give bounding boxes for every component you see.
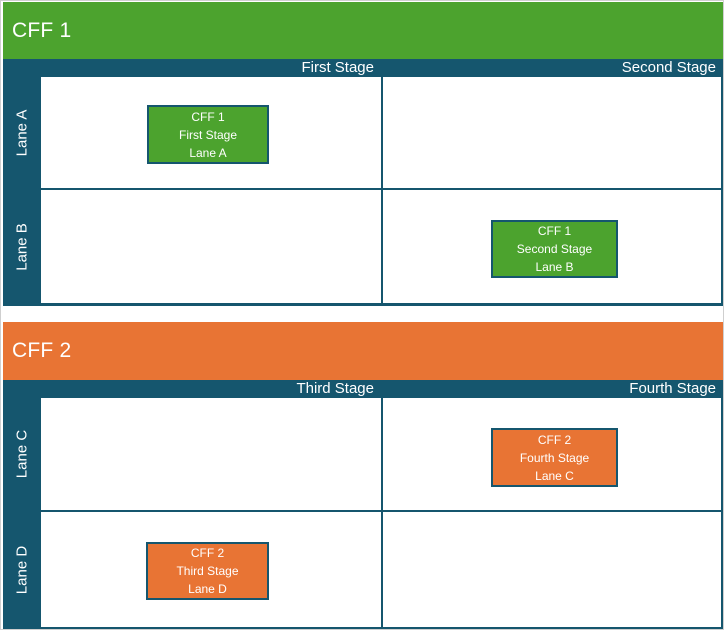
lane-d-label-text: Lane D <box>13 545 31 594</box>
lane-row-b: Lane B CFF 1 Second Stage Lane B <box>3 190 723 303</box>
task-box-line: Third Stage <box>176 564 239 578</box>
lane-a-content: CFF 1 First Stage Lane A <box>41 77 721 188</box>
pool-cff1: CFF 1 First Stage Second Stage Lane A CF… <box>3 2 723 306</box>
pool-cff2-stage-header-bar: Third Stage Fourth Stage <box>3 380 723 398</box>
pool-cff1-title: CFF 1 <box>12 18 72 42</box>
task-box-line: First Stage <box>178 127 238 142</box>
stage-label-third-stage: Third Stage <box>296 380 374 397</box>
lane-b-content: CFF 1 Second Stage Lane B <box>41 190 721 303</box>
pool-cff1-lanes: Lane A CFF 1 First Stage Lane A Lane B <box>3 77 723 306</box>
lane-d-content: CFF 2 Third Stage Lane D <box>41 512 721 627</box>
task-box-line: CFF 2 <box>190 546 225 560</box>
task-box-cff1-second-stage-lane-b: CFF 1 Second Stage Lane B <box>491 220 618 278</box>
task-box-line: CFF 2 <box>537 432 572 447</box>
stage-divider-line <box>381 77 383 188</box>
task-box-line: Lane B <box>535 260 574 274</box>
task-box-line: Fourth Stage <box>519 450 590 465</box>
stage-divider-line <box>381 398 383 510</box>
lane-row-d: Lane D CFF 2 Third Stage Lane D <box>3 512 723 627</box>
task-box-line: Lane A <box>189 145 227 160</box>
stage-divider-line <box>381 190 383 303</box>
task-box-line: CFF 1 <box>537 224 572 238</box>
lane-c-content: CFF 2 Fourth Stage Lane C <box>41 398 721 510</box>
pool-cff2: CFF 2 Third Stage Fourth Stage Lane C CF… <box>3 322 723 629</box>
lane-c-label-text: Lane C <box>13 429 31 479</box>
lane-b-label: Lane B <box>3 190 41 303</box>
pool-cff2-header: CFF 2 <box>3 322 723 380</box>
lane-a-label-text: Lane A <box>13 109 31 156</box>
pool-cff1-stage-header-bar: First Stage Second Stage <box>3 59 723 77</box>
task-box-line: CFF 1 <box>191 109 225 124</box>
stage-label-second-stage: Second Stage <box>621 59 716 76</box>
pool-cff2-title: CFF 2 <box>12 339 72 362</box>
stage-label-first-stage: First Stage <box>301 59 374 76</box>
task-box-cff2-third-stage-lane-d: CFF 2 Third Stage Lane D <box>146 542 269 600</box>
lane-row-a: Lane A CFF 1 First Stage Lane A <box>3 77 723 190</box>
pool-cff2-lanes: Lane C CFF 2 Fourth Stage Lane C Lane D <box>3 398 723 629</box>
task-box-line: Second Stage <box>516 242 593 256</box>
lane-row-c: Lane C CFF 2 Fourth Stage Lane C <box>3 398 723 512</box>
stage-label-fourth-stage: Fourth Stage <box>629 380 716 397</box>
task-box-line: Lane C <box>535 468 574 483</box>
lane-b-label-text: Lane B <box>13 222 31 271</box>
stage-divider-line <box>381 512 383 627</box>
task-box-cff2-fourth-stage-lane-c: CFF 2 Fourth Stage Lane C <box>491 428 618 487</box>
task-box-line: Lane D <box>188 582 227 596</box>
lane-c-label: Lane C <box>3 398 41 510</box>
task-box-cff1-first-stage-lane-a: CFF 1 First Stage Lane A <box>147 105 269 164</box>
lane-d-label: Lane D <box>3 512 41 627</box>
lane-a-label: Lane A <box>3 77 41 188</box>
pool-cff1-header: CFF 1 <box>3 2 723 59</box>
